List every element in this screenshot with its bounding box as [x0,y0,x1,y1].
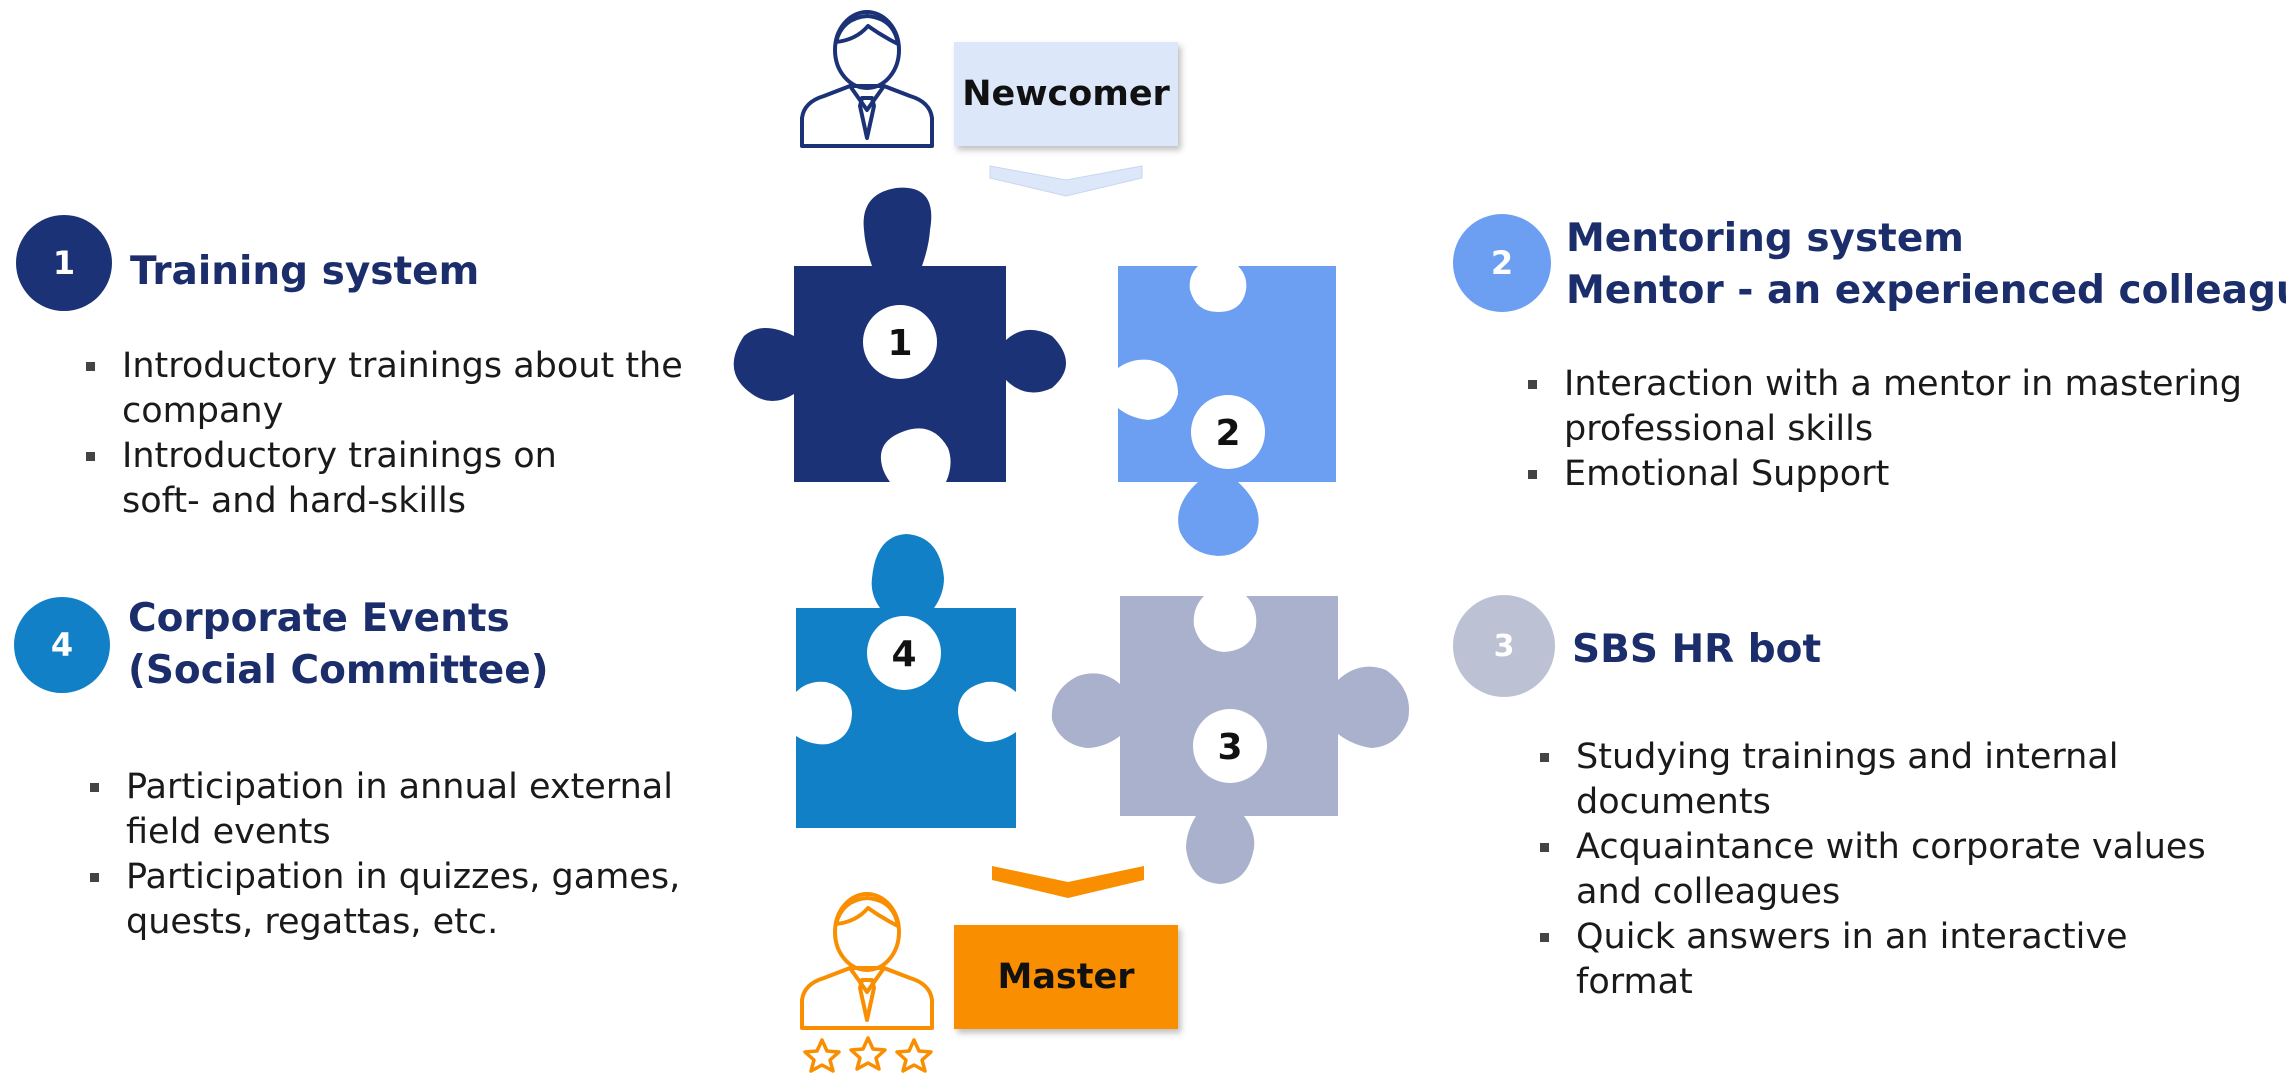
star-rating-icon [803,1036,933,1073]
sbs-hr-bot-title: SBS HR bot [1572,627,1822,672]
section-3-number-badge: 3 [1453,595,1555,697]
corporate-events-title-line2: (Social Committee) [128,648,549,693]
list-item: Participation in quizzes, games, quests,… [90,855,686,945]
master-label: Master [954,925,1178,1029]
corporate-events-list: Participation in annual external field e… [90,765,690,945]
sbs-hr-bot-list: Studying trainings and internal document… [1540,735,2240,1005]
puzzle-piece-2-label: 2 [1215,413,1240,454]
list-item: Interaction with a mentor in mastering p… [1528,362,2264,452]
puzzle-piece-1-label: 1 [887,323,912,364]
newcomer-person-icon [800,10,934,148]
puzzle-piece-3-label: 3 [1217,727,1242,768]
training-system-title: Training system [130,249,480,294]
down-chevron-arrow-orange [992,866,1144,898]
mentoring-system-title: Mentoring system Mentor - an experienced… [1566,213,2286,317]
training-system-list: Introductory trainings about the company… [86,344,686,524]
list-item: Quick answers in an interactive format [1540,915,2176,1005]
list-item: Participation in annual external field e… [90,765,690,855]
corporate-events-title: Corporate Events (Social Committee) [128,593,549,697]
mentoring-system-list: Interaction with a mentor in mastering p… [1528,362,2248,497]
list-item: Introductory trainings on soft- and hard… [86,434,642,524]
puzzle-piece-4-label: 4 [891,634,916,675]
section-4-number-badge: 4 [14,597,110,693]
newcomer-label: Newcomer [954,42,1178,146]
mentoring-system-title-line2: Mentor - an experienced colleague [1566,268,2286,313]
puzzle-diagram: 1 2 4 3 [733,187,1410,884]
corporate-events-title-line1: Corporate Events [128,596,510,641]
section-2-number-badge: 2 [1453,214,1551,312]
down-chevron-arrow [989,165,1143,197]
list-item: Acquaintance with corporate values and c… [1540,825,2236,915]
master-person-icon [800,892,934,1030]
list-item: Studying trainings and internal document… [1540,735,2176,825]
section-1-number-badge: 1 [16,215,112,311]
list-item: Emotional Support [1528,452,2248,497]
list-item: Introductory trainings about the company [86,344,686,434]
mentoring-system-title-line1: Mentoring system [1566,216,1964,261]
